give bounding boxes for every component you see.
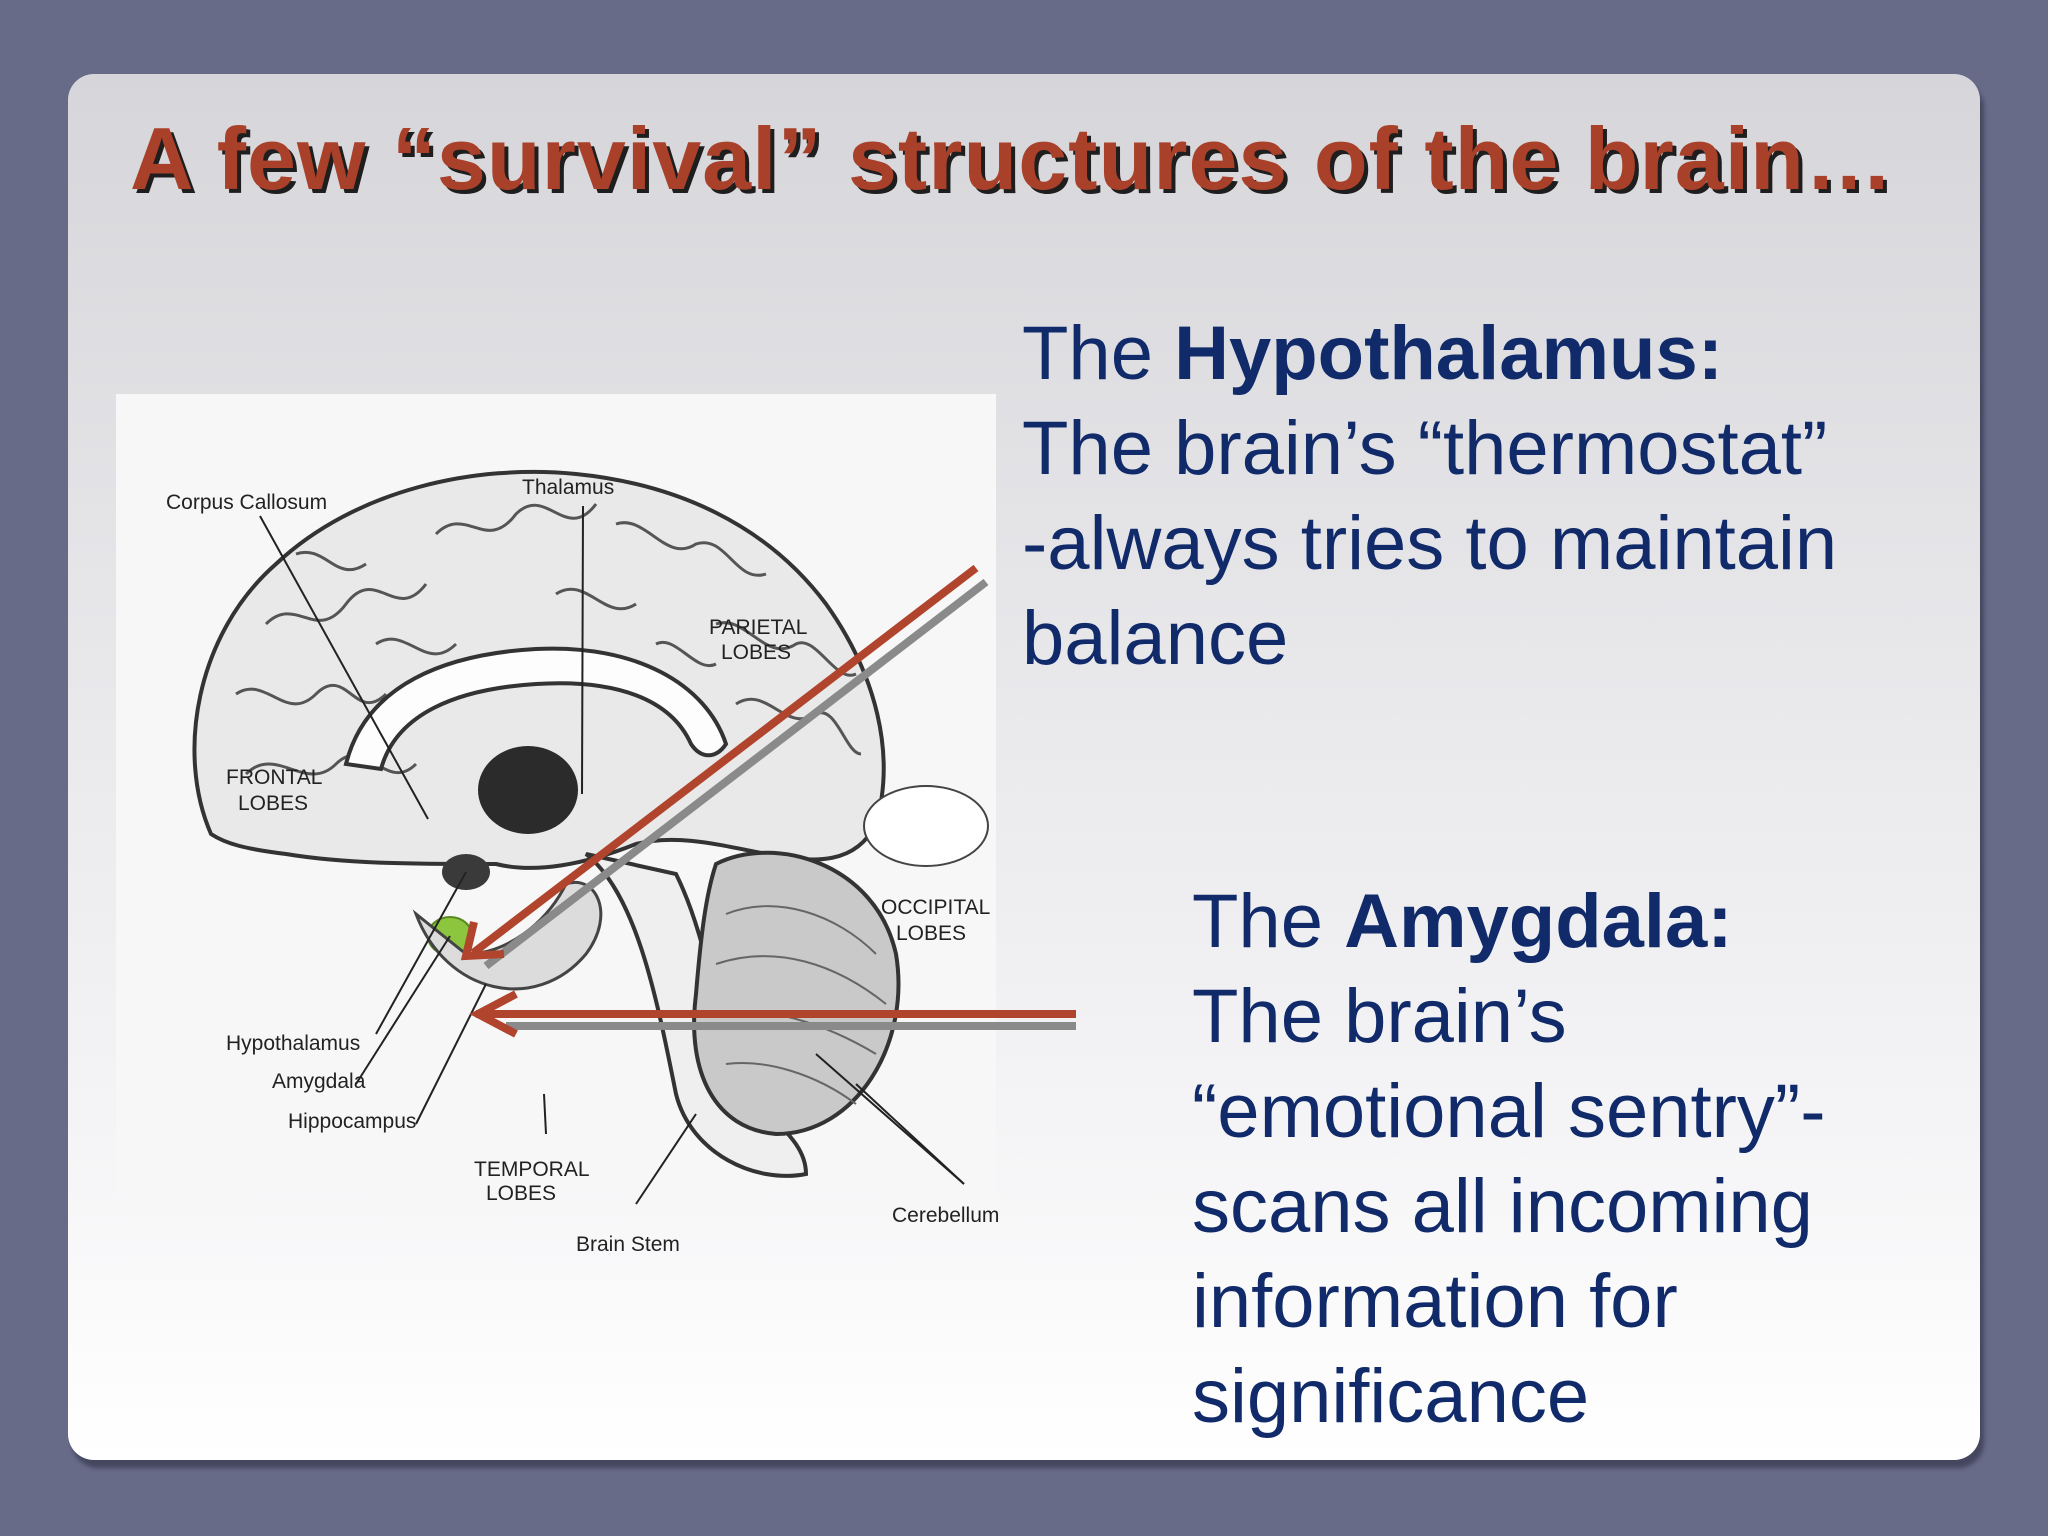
hypothalamus-description: The Hypothalamus: The brain’s “thermosta… [1022, 306, 1962, 686]
amygdala-prefix: The [1192, 879, 1345, 964]
leader-lines [259, 505, 965, 1205]
thalamus-shape [478, 746, 578, 834]
amygdala-line-4: scans all incoming [1192, 1164, 1813, 1249]
corpus-callosum-shape [343, 646, 729, 772]
hypothalamus-line-4: balance [1022, 596, 1289, 681]
hypothalamus-prefix: The [1022, 311, 1175, 396]
hypothalamus-line-3: -always tries to maintain [1022, 501, 1838, 586]
amygdala-heading: The Amygdala: [1192, 874, 1952, 969]
label-occipital-2: LOBES [896, 922, 966, 945]
occipital-label-bubble [863, 785, 989, 867]
label-amygdala: Amygdala [272, 1070, 366, 1093]
amygdala-arrow [469, 990, 1076, 1038]
hypothalamus-arrow [460, 564, 989, 970]
label-cerebellum: Cerebellum [892, 1204, 999, 1227]
amygdala-line-3: “emotional sentry”- [1192, 1069, 1826, 1154]
amygdala-description: The Amygdala: The brain’s “emotional sen… [1192, 874, 1952, 1444]
hypothalamus-name: Hypothalamus: [1174, 311, 1724, 396]
label-occipital-1: OCCIPITAL [881, 896, 990, 919]
hypothalamus-line-2: The brain’s “thermostat” [1022, 406, 1828, 491]
label-hypothalamus: Hypothalamus [226, 1032, 360, 1055]
hypothalamus-heading: The Hypothalamus: [1022, 306, 1962, 401]
amygdala-line-6: significance [1192, 1354, 1590, 1439]
label-parietal-2: LOBES [721, 641, 791, 664]
label-thalamus: Thalamus [522, 476, 614, 499]
brain-diagram-svg: Corpus Callosum Thalamus PARIETAL LOBES … [116, 394, 1076, 1256]
amygdala-name: Amygdala: [1344, 879, 1733, 964]
label-frontal-2: LOBES [238, 792, 308, 815]
label-corpus-callosum: Corpus Callosum [166, 491, 327, 514]
brain-diagram: Corpus Callosum Thalamus PARIETAL LOBES … [116, 394, 1076, 1264]
cerebellum-texture [715, 905, 887, 1105]
label-temporal-1: TEMPORAL [474, 1158, 590, 1181]
gyri-texture [235, 503, 862, 776]
slide: A few “survival” structures of the brain… [68, 74, 1980, 1460]
label-parietal-1: PARIETAL [709, 616, 807, 639]
amygdala-line-5: information for [1192, 1259, 1678, 1344]
label-hippocampus: Hippocampus [288, 1110, 416, 1133]
label-temporal-2: LOBES [486, 1182, 556, 1205]
amygdala-line-2: The brain’s [1192, 974, 1567, 1059]
label-frontal-1: FRONTAL [226, 766, 322, 789]
label-brain-stem: Brain Stem [576, 1233, 680, 1256]
slide-title: A few “survival” structures of the brain… [130, 109, 1894, 208]
